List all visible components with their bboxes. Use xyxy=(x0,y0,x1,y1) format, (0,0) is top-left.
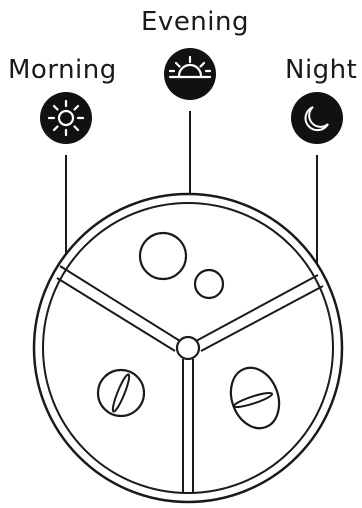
moon-icon xyxy=(291,92,343,144)
sunset-icon xyxy=(164,48,216,100)
center-hub xyxy=(177,337,199,359)
sun-icon xyxy=(40,92,92,144)
pill-organizer-disk xyxy=(34,194,342,502)
